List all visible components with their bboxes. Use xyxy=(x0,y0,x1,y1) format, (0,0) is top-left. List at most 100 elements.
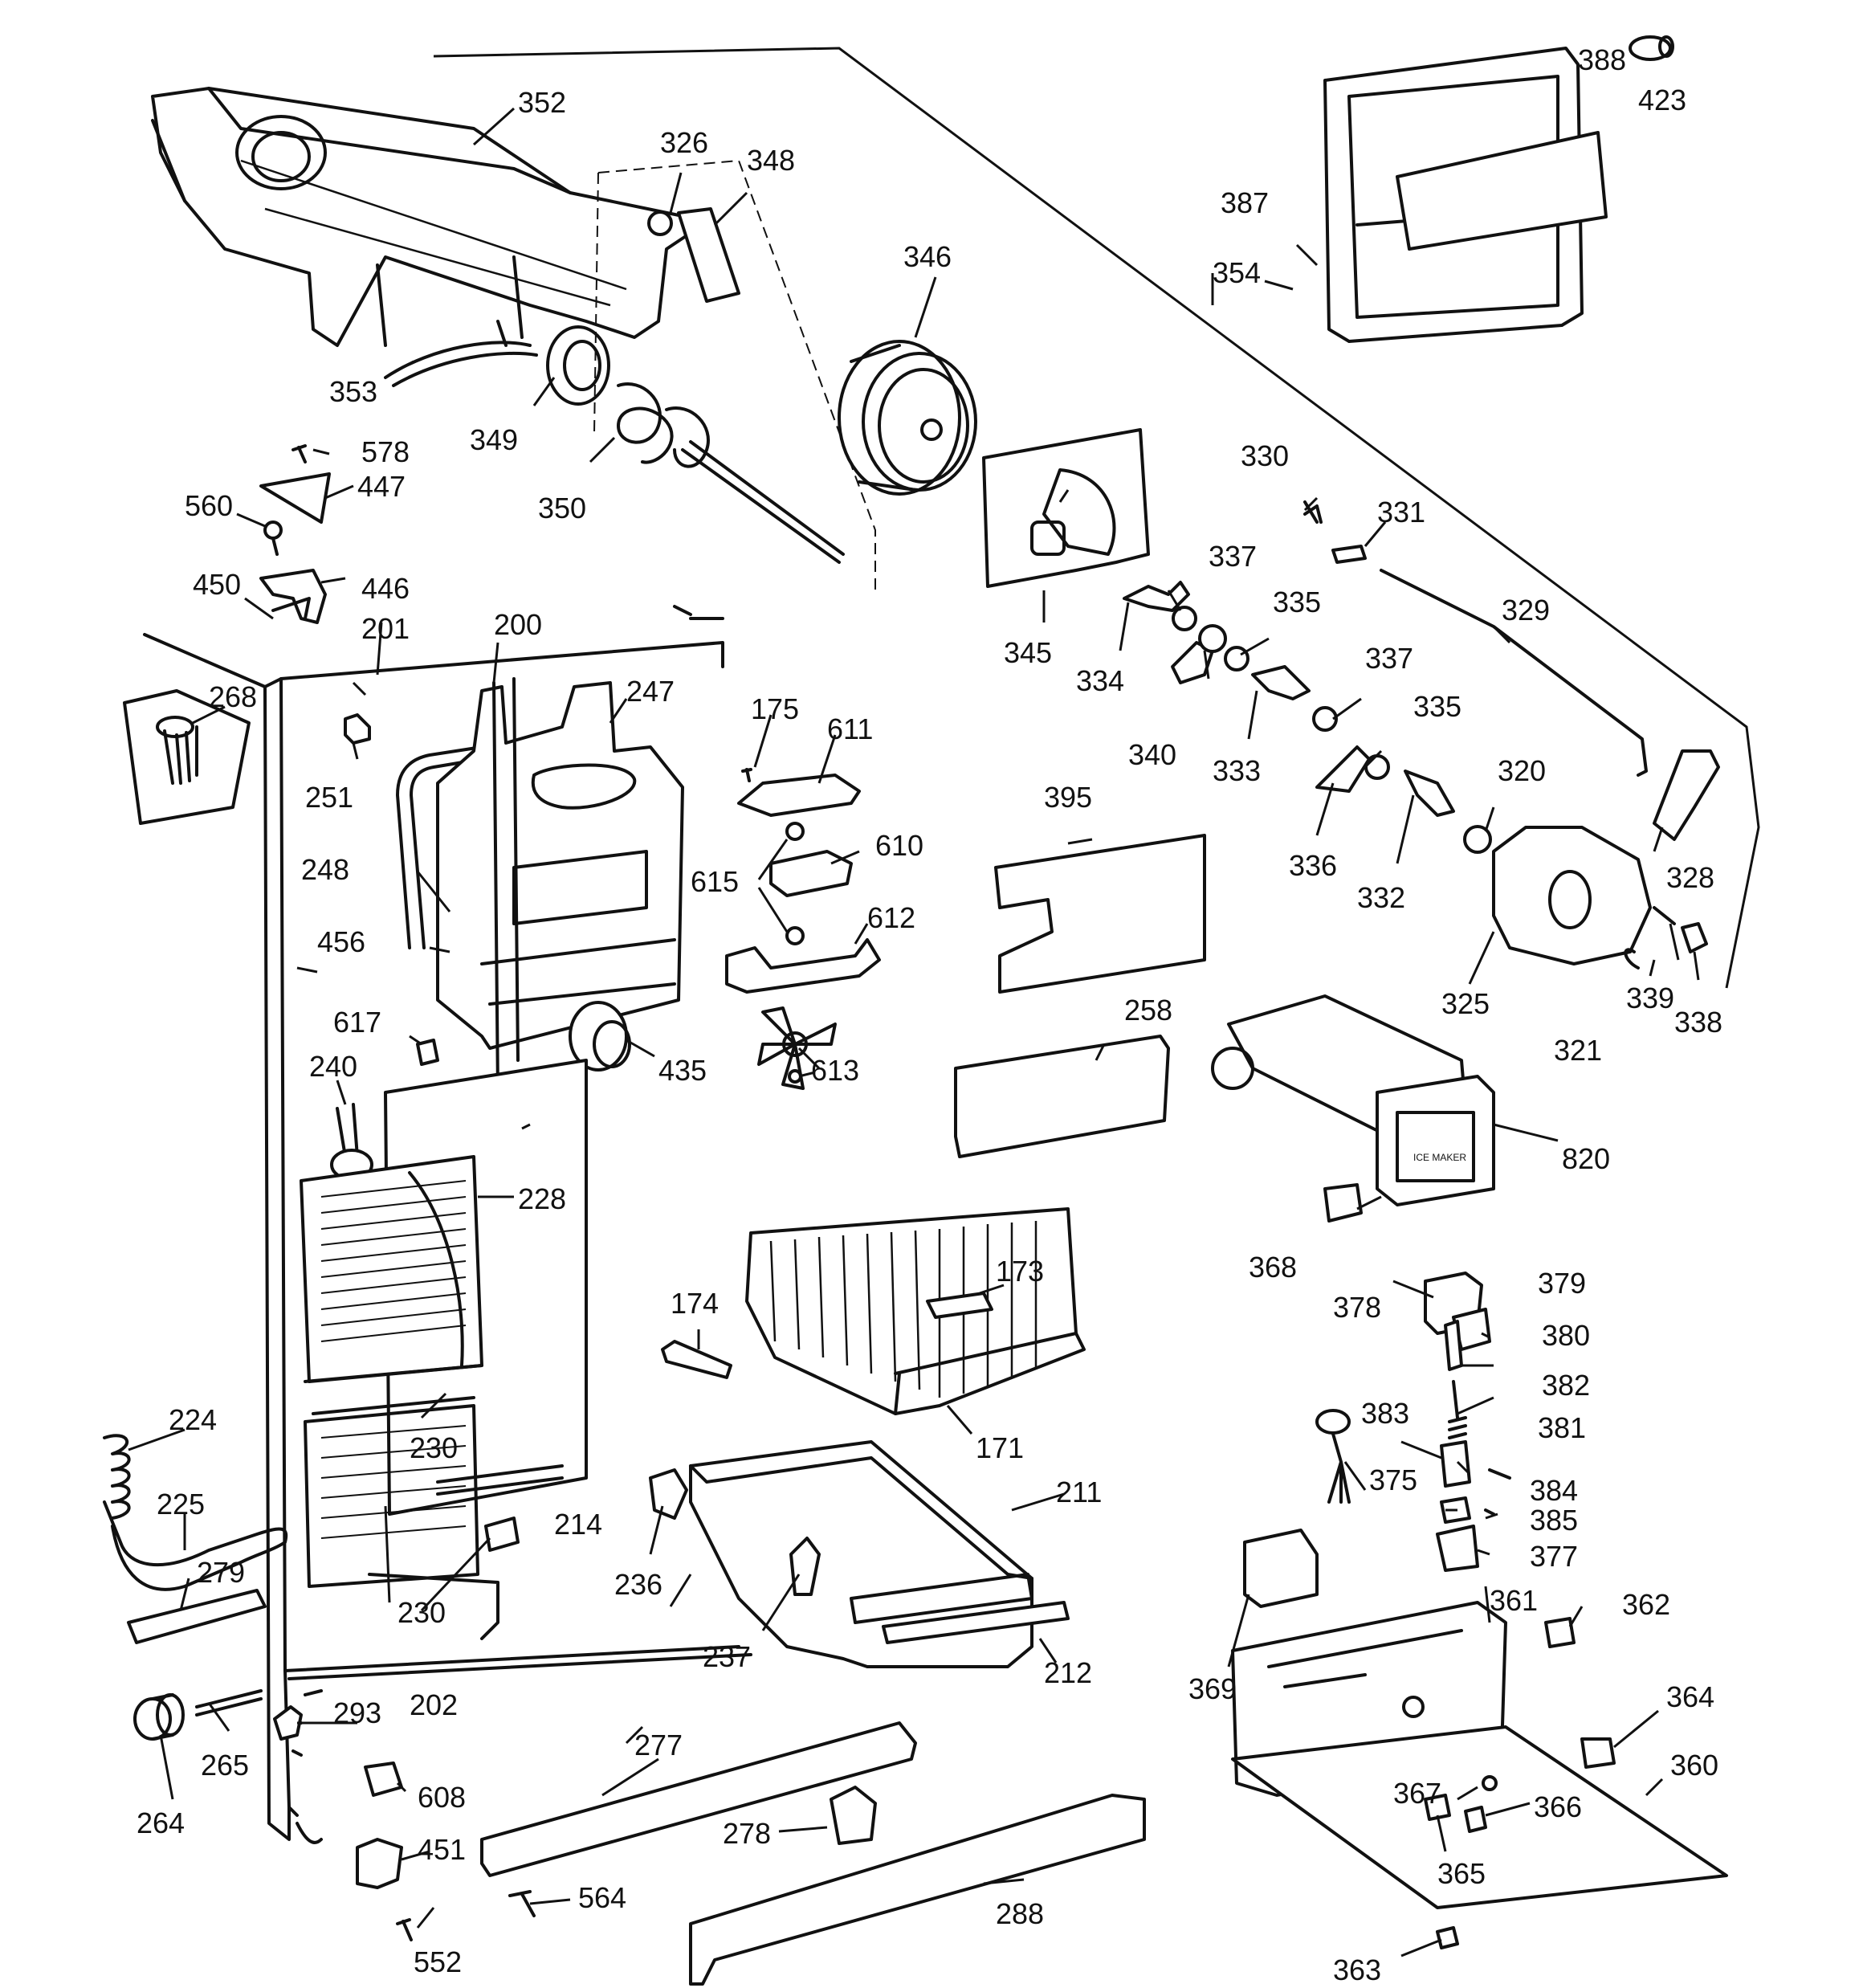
label-279: 279 xyxy=(197,1556,245,1589)
label-383: 383 xyxy=(1361,1397,1409,1430)
washer-ring-335 xyxy=(1198,624,1227,653)
pin-part-382 xyxy=(1452,1380,1459,1419)
label-240: 240 xyxy=(309,1050,357,1083)
clip-part-237 xyxy=(789,1537,821,1596)
label-258: 258 xyxy=(1124,994,1172,1027)
pin-part-450 xyxy=(271,597,311,620)
label-320: 320 xyxy=(1498,754,1546,787)
label-352: 352 xyxy=(518,86,566,119)
bushing-part-337-b xyxy=(1312,706,1338,732)
label-608: 608 xyxy=(418,1781,466,1814)
label-200: 200 xyxy=(494,608,542,641)
feeler-arm-part-329 xyxy=(1380,569,1648,777)
clip-part-321 xyxy=(1624,948,1640,970)
hinge-part-236 xyxy=(649,1468,688,1520)
heater-part-240 xyxy=(330,1103,373,1181)
dispenser-door-part-388 xyxy=(1396,131,1608,251)
label-348: 348 xyxy=(747,144,795,177)
nut-part-349 xyxy=(546,325,610,406)
label-382: 382 xyxy=(1542,1369,1590,1402)
label-367: 367 xyxy=(1393,1777,1441,1810)
label-321: 321 xyxy=(1554,1034,1602,1067)
roller-part-264 xyxy=(133,1693,185,1741)
label-326: 326 xyxy=(660,126,708,159)
label-331: 331 xyxy=(1377,496,1425,529)
label-337a: 337 xyxy=(1209,540,1257,573)
clip-part-363 xyxy=(1436,1926,1459,1949)
label-384: 384 xyxy=(1530,1474,1578,1507)
screw-part-175 xyxy=(741,768,752,782)
label-615: 615 xyxy=(691,865,739,898)
label-325: 325 xyxy=(1441,987,1490,1020)
ice-bin-part-211 xyxy=(689,1440,1033,1668)
label-395: 395 xyxy=(1044,781,1092,814)
label-230a: 230 xyxy=(410,1431,458,1464)
plunger-part-380 xyxy=(1444,1320,1463,1371)
drain-tube-part-225 xyxy=(103,1500,288,1591)
label-552: 552 xyxy=(414,1945,462,1978)
plate-part-348 xyxy=(677,207,740,303)
label-212: 212 xyxy=(1044,1656,1092,1689)
label-362: 362 xyxy=(1622,1588,1670,1621)
label-364: 364 xyxy=(1666,1680,1714,1713)
clip-part-617 xyxy=(416,1039,439,1066)
label-230b: 230 xyxy=(397,1596,446,1629)
clip-part-230 xyxy=(484,1517,520,1552)
screw-part-578 xyxy=(291,444,307,463)
label-335b: 335 xyxy=(1413,690,1461,723)
clip-part-365 xyxy=(1424,1794,1451,1821)
screw-part-564 xyxy=(508,1890,536,1917)
label-617: 617 xyxy=(333,1006,381,1039)
light-socket-part-268 xyxy=(123,689,251,825)
label-379: 379 xyxy=(1538,1267,1586,1300)
bracket-part-368 xyxy=(1323,1183,1363,1223)
label-345: 345 xyxy=(1004,636,1052,669)
ice-maker-part-820: ICE MAKER xyxy=(1211,994,1495,1206)
label-613: 613 xyxy=(811,1054,859,1087)
drum-part-346 xyxy=(838,340,977,496)
spring-part-224 xyxy=(103,1434,131,1520)
hinge-part-446 xyxy=(259,569,327,624)
label-381: 381 xyxy=(1538,1411,1586,1444)
bushing-part-320 xyxy=(1463,825,1492,854)
label-175: 175 xyxy=(751,692,799,725)
mounting-plate-part-345 xyxy=(982,428,1150,588)
channel-part-279 xyxy=(127,1589,267,1644)
pin-part-339 xyxy=(1653,906,1676,925)
label-378: 378 xyxy=(1333,1291,1381,1324)
fan-bracket-part-612 xyxy=(725,938,881,994)
label-564: 564 xyxy=(578,1881,626,1914)
spring-part-383 xyxy=(1448,1416,1467,1439)
label-388: 388 xyxy=(1578,43,1626,76)
label-456: 456 xyxy=(317,925,365,958)
label-225: 225 xyxy=(157,1488,205,1521)
label-435: 435 xyxy=(658,1054,707,1087)
clip-part-362 xyxy=(1544,1617,1576,1648)
body-part-383 xyxy=(1440,1440,1471,1488)
label-350: 350 xyxy=(538,492,586,525)
label-337b: 337 xyxy=(1365,642,1413,675)
auger-part-350 xyxy=(617,382,845,564)
label-369: 369 xyxy=(1188,1672,1237,1705)
bracket-part-278 xyxy=(830,1786,877,1845)
label-174: 174 xyxy=(671,1287,719,1320)
gear-part-336 xyxy=(1315,745,1371,793)
fan-motor-part-435 xyxy=(569,1001,631,1072)
shelf-bracket-part-173 xyxy=(926,1292,993,1319)
cam-part-293 xyxy=(273,1705,303,1741)
label-451: 451 xyxy=(418,1833,466,1866)
shelf-bracket-part-174 xyxy=(661,1340,732,1379)
fan-bracket-part-611 xyxy=(737,774,861,817)
label-354: 354 xyxy=(1213,256,1261,289)
label-277: 277 xyxy=(634,1729,683,1761)
bracket-part-447 xyxy=(259,472,331,524)
axle-part-265 xyxy=(195,1689,263,1717)
label-375: 375 xyxy=(1369,1463,1417,1496)
label-336: 336 xyxy=(1289,849,1337,882)
label-173: 173 xyxy=(996,1255,1044,1288)
label-610: 610 xyxy=(875,829,923,862)
label-338: 338 xyxy=(1674,1006,1722,1039)
washer-part-335 xyxy=(1224,646,1249,672)
label-380: 380 xyxy=(1542,1319,1590,1352)
label-346: 346 xyxy=(903,240,952,273)
